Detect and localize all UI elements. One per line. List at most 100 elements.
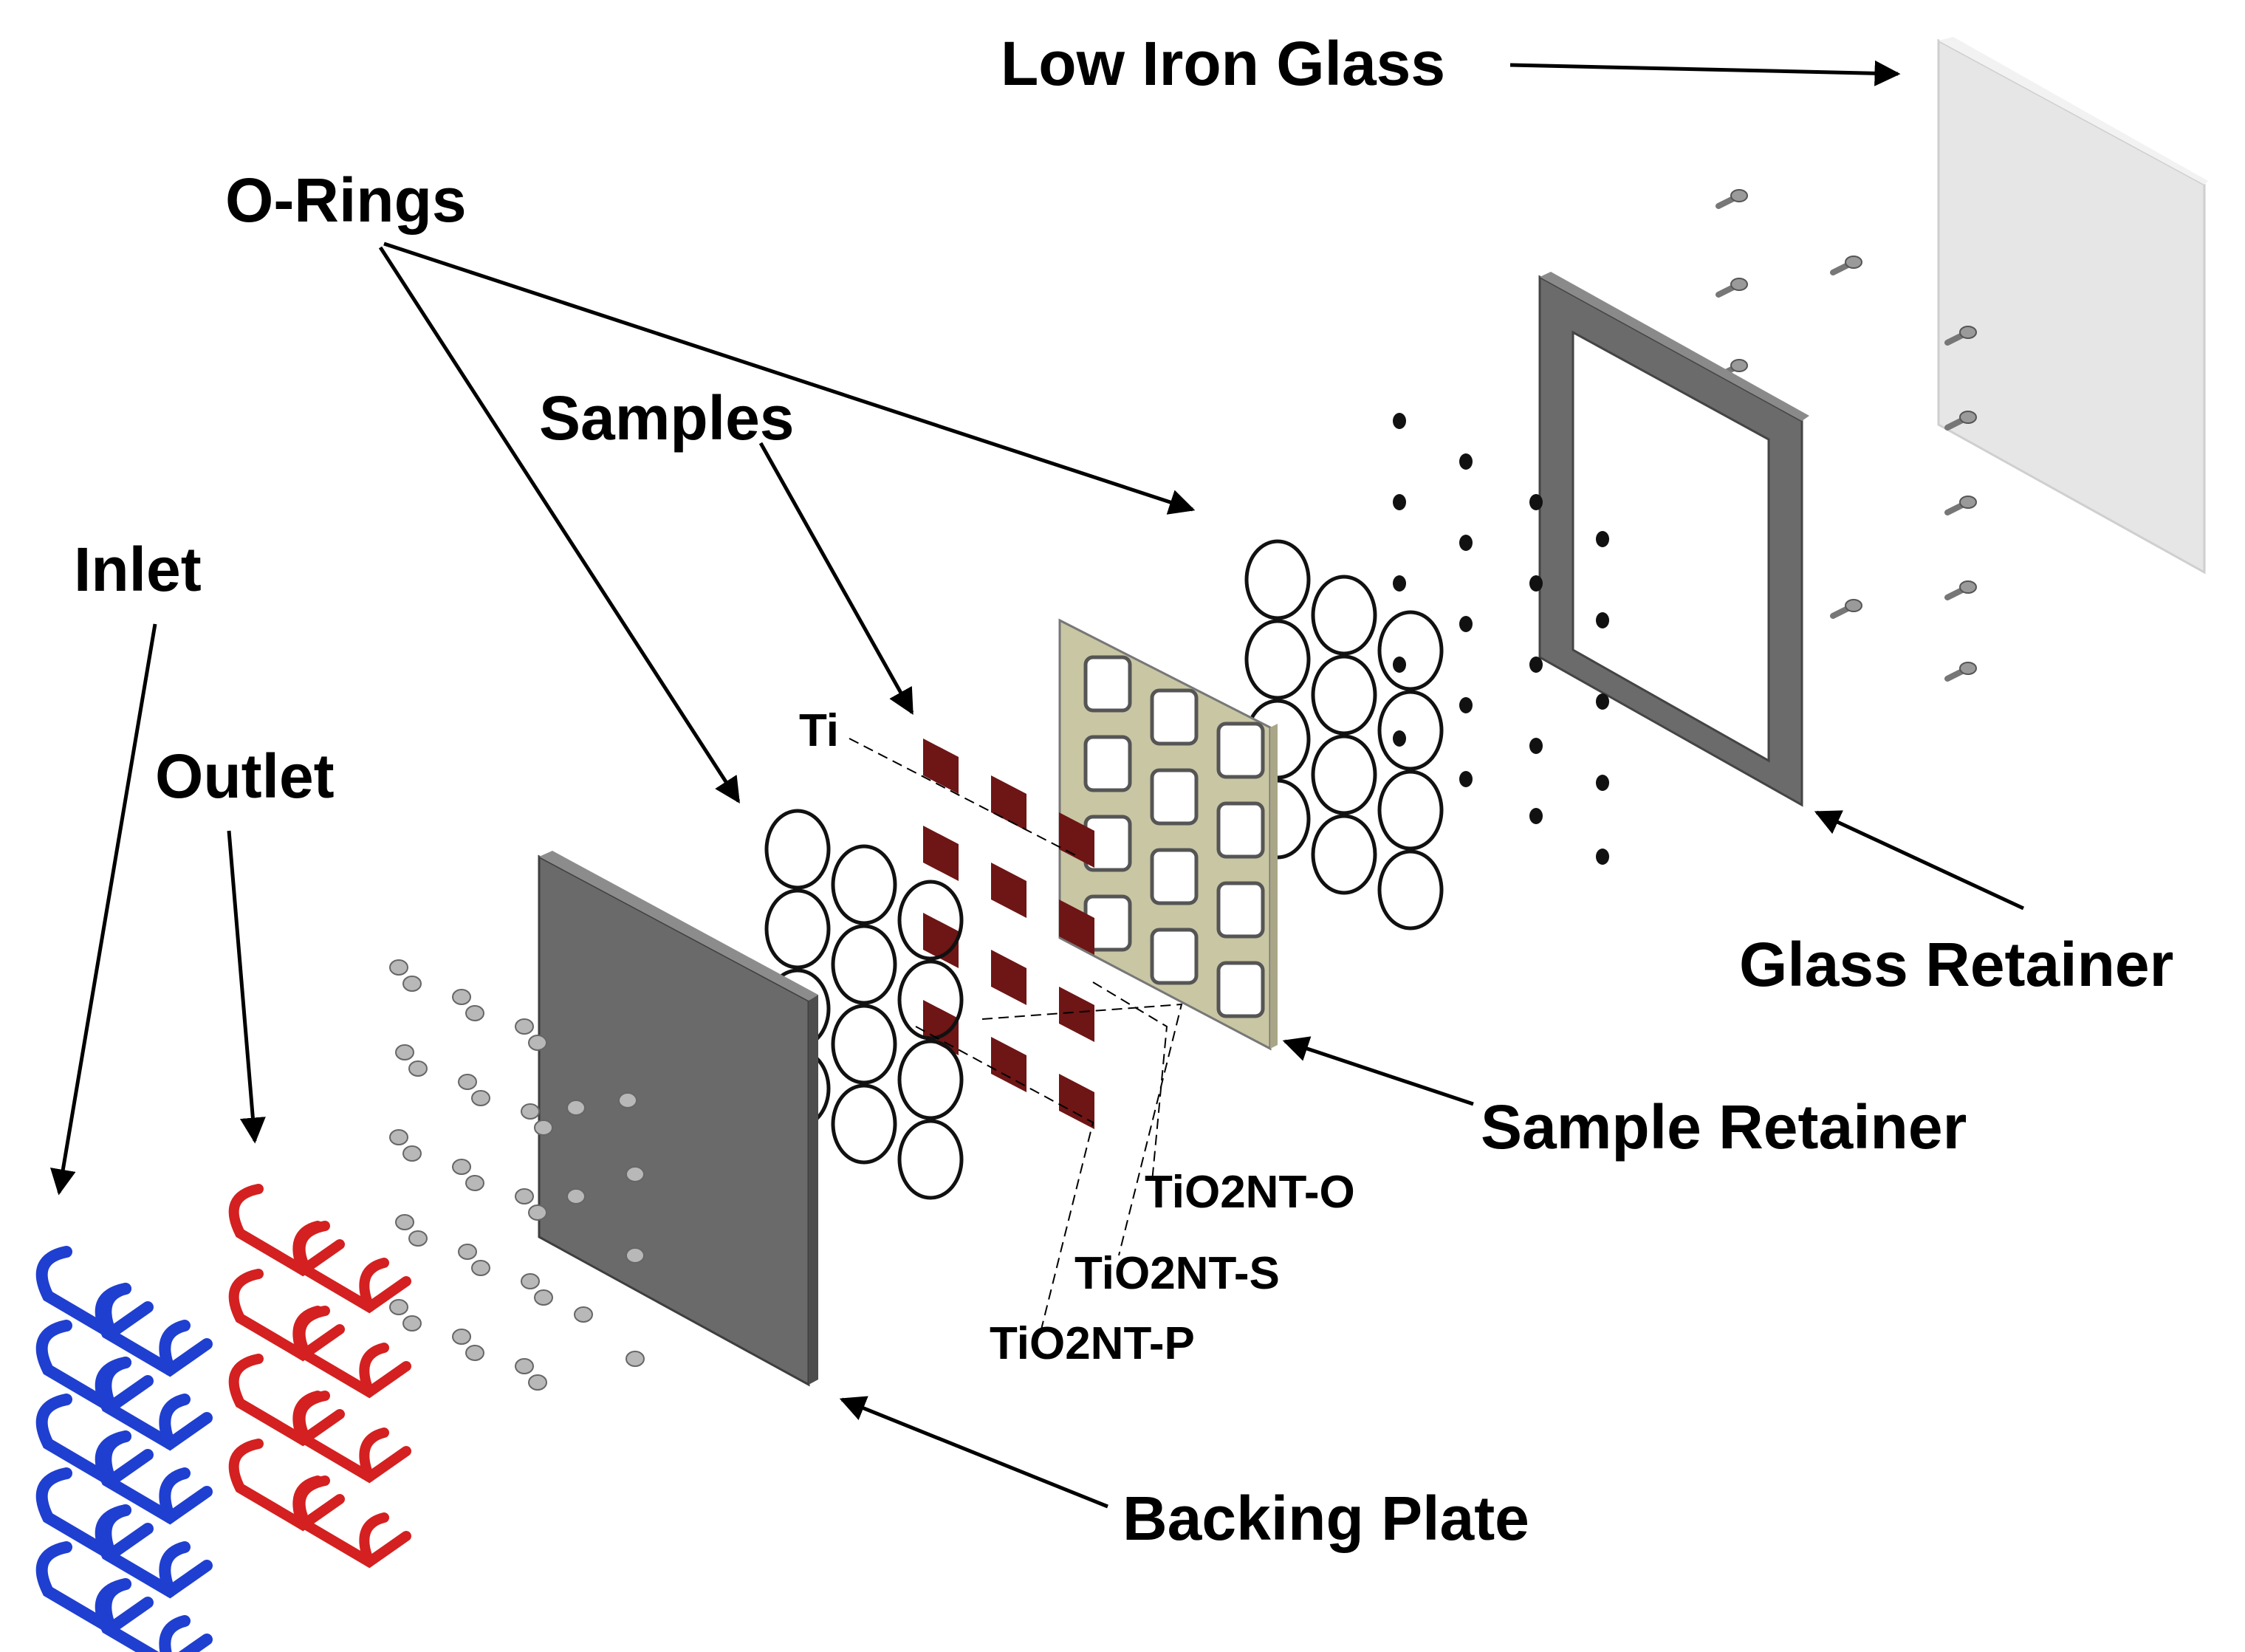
glass-screw-head <box>1959 662 1977 675</box>
fitting-branch <box>35 1541 154 1636</box>
alignment-pin <box>1393 413 1406 429</box>
retainer-window <box>1150 688 1199 746</box>
retainer-window <box>1150 848 1199 905</box>
bolt <box>458 1074 477 1090</box>
alignment-pin <box>1529 494 1543 510</box>
backing-plate <box>538 851 818 1387</box>
leader-arrows <box>49 60 2025 1509</box>
backing-bolts <box>389 959 645 1391</box>
retainer-window <box>1150 928 1199 985</box>
alignment-pins <box>1393 413 1609 865</box>
o-ring <box>1244 539 1311 620</box>
fitting-branch <box>159 1394 191 1450</box>
bolt <box>618 1092 637 1108</box>
o-ring <box>897 1119 964 1200</box>
glass-screw-head <box>1730 278 1748 291</box>
bolt <box>515 1188 534 1204</box>
bolt <box>528 1204 547 1221</box>
bolt <box>465 1175 484 1191</box>
bolt <box>528 1374 547 1391</box>
outlet-fittings <box>228 1184 411 1569</box>
alignment-pin <box>1596 693 1609 710</box>
bolt <box>625 1351 645 1367</box>
sample-square <box>991 1037 1026 1092</box>
o-ring <box>831 1004 897 1085</box>
bolt <box>471 1260 490 1276</box>
fitting-branch <box>359 1427 389 1482</box>
label-sample-retainer: Sample Retainer <box>1481 1092 1967 1162</box>
fitting-branch <box>359 1343 389 1397</box>
fitting-branch <box>159 1615 191 1652</box>
bolt <box>534 1120 553 1136</box>
fitting-branch <box>159 1320 191 1376</box>
fitting-branch <box>95 1578 213 1652</box>
fitting-branch <box>359 1512 389 1567</box>
retainer-window <box>1150 768 1199 826</box>
bolt <box>408 1060 428 1077</box>
o-ring <box>831 924 897 1005</box>
o-ring <box>897 959 964 1041</box>
sample-retainer-plate <box>1058 618 1278 1051</box>
alignment-pin <box>1459 697 1473 713</box>
fitting-branch <box>95 1283 213 1377</box>
retainer-window <box>1083 735 1132 792</box>
o-ring <box>897 1039 964 1120</box>
bolt <box>528 1035 547 1051</box>
alignment-pin <box>1596 531 1609 547</box>
sample-square <box>1059 812 1094 868</box>
glass-screw-head <box>1730 189 1748 202</box>
o-ring <box>1377 770 1444 851</box>
bolt <box>402 1145 422 1162</box>
o-ring <box>764 809 831 890</box>
fitting-branch <box>35 1394 154 1488</box>
alignment-pin <box>1529 738 1543 754</box>
fitting-branch <box>35 1467 154 1562</box>
sample-square <box>1059 899 1094 955</box>
retainer-window <box>1216 722 1265 779</box>
alignment-pin <box>1596 612 1609 628</box>
o-ring <box>1377 610 1444 691</box>
label-backing-plate: Backing Plate <box>1122 1484 1529 1553</box>
fitting-branch <box>159 1541 191 1597</box>
alignment-pin <box>1459 616 1473 632</box>
bolt <box>389 1129 408 1145</box>
fitting-branch <box>35 1246 154 1340</box>
sample-square <box>1059 1074 1094 1129</box>
bolt <box>389 959 408 976</box>
alignment-pin <box>1393 575 1406 592</box>
sample-square <box>991 863 1026 918</box>
fitting-branch <box>295 1476 411 1569</box>
bolt <box>521 1103 540 1120</box>
bolt <box>452 989 471 1005</box>
o-ring <box>1244 619 1311 700</box>
fitting-branch <box>228 1269 345 1362</box>
inlet-fittings <box>35 1246 213 1652</box>
bolt <box>452 1329 471 1345</box>
fitting-branch <box>95 1430 213 1525</box>
bolt <box>389 1299 408 1315</box>
retainer-window <box>1216 881 1265 939</box>
alignment-pin <box>1459 535 1473 551</box>
alignment-pin <box>1529 657 1543 673</box>
sample-square <box>991 775 1026 831</box>
bolt <box>625 1166 645 1182</box>
retainer-window <box>1216 801 1265 859</box>
sample-square <box>991 950 1026 1005</box>
bolt <box>471 1090 490 1106</box>
fitting-branch <box>228 1439 345 1532</box>
bolt <box>402 976 422 992</box>
bolt <box>625 1247 645 1264</box>
bolt <box>465 1005 484 1021</box>
retainer-windows <box>1083 655 1265 1018</box>
bolt <box>566 1188 586 1204</box>
fitting-branch <box>359 1258 389 1312</box>
label-low-iron-glass: Low Iron Glass <box>1001 29 1445 98</box>
sample-square <box>1059 987 1094 1042</box>
fitting-branch <box>35 1320 154 1414</box>
label-tio2nt-s: TiO2NT-S <box>1074 1248 1280 1299</box>
bolt <box>458 1244 477 1260</box>
glass-screw-head <box>1845 599 1862 612</box>
bolt <box>452 1159 471 1175</box>
glass-screw-head <box>1959 580 1977 594</box>
